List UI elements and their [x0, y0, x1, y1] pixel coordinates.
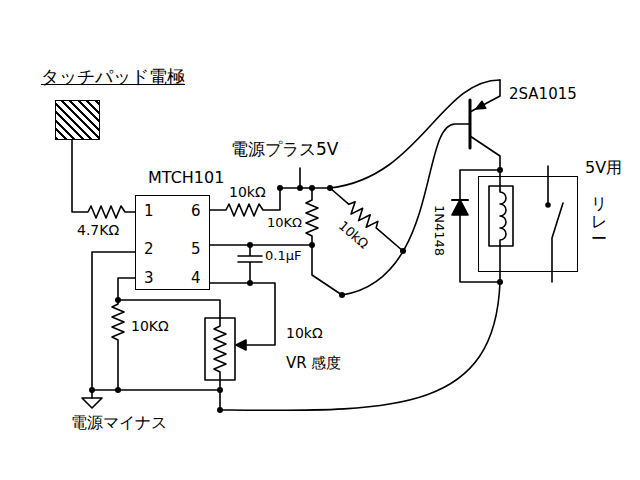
diode-symbol: [452, 199, 468, 201]
component-label: 10kΩ: [228, 184, 267, 200]
component-label: 10KΩ: [266, 216, 303, 231]
ic-chip: MTCH101162534: [135, 195, 210, 290]
power-rail: [280, 168, 330, 188]
wiper-arrow: [236, 340, 246, 350]
relay-box: 5V用リレー: [478, 176, 578, 272]
component-label: 電源マイナス: [70, 414, 168, 432]
resistor-symbol: [306, 188, 342, 295]
switch-symbol: [548, 166, 563, 282]
node-text: 5: [191, 241, 201, 258]
node-text: リレー: [591, 195, 607, 248]
ground-wire: [92, 389, 220, 391]
component-label: VR 感度: [285, 355, 342, 372]
component-label: 2SA1015: [508, 86, 578, 103]
node-text: 1: [144, 203, 154, 220]
wire: [92, 252, 135, 398]
coil-symbol: [500, 190, 506, 282]
resistor-symbol: [326, 183, 407, 255]
junction-dots: [89, 167, 503, 413]
component-label: 4.7KΩ: [76, 222, 120, 238]
node-text: 2: [144, 241, 154, 258]
wire: [220, 282, 500, 410]
wire: [210, 244, 312, 246]
capacitor-symbol: [238, 245, 262, 283]
component-label: 0.1μF: [264, 249, 302, 264]
component-label: 1N4148: [432, 203, 447, 256]
resistor-symbol: [72, 140, 135, 218]
component-label: 10kΩ: [285, 325, 324, 341]
node-title: MTCH101: [148, 169, 224, 187]
component-label: 10KΩ: [130, 318, 170, 334]
component-label: 電源プラス5V: [230, 140, 339, 160]
potentiometer-symbol: [205, 318, 235, 380]
node-text: 4: [191, 270, 201, 287]
node-title: 5V用: [585, 159, 622, 177]
node-title: タッチパッド電極: [41, 67, 185, 88]
transistor-symbol: [470, 80, 500, 190]
emitter-arrow: [476, 101, 486, 109]
ground-symbol: [82, 398, 102, 408]
diode-symbol: [452, 200, 468, 215]
component-label: 10kΩ: [334, 218, 371, 253]
wire: [118, 300, 220, 318]
wire: [330, 80, 500, 188]
node-text: 6: [191, 203, 201, 220]
transistor-symbol: [469, 100, 472, 148]
touch-electrode: タッチパッド電極: [55, 100, 100, 140]
potentiometer-symbol: [214, 318, 226, 390]
node-text: 3: [144, 270, 154, 287]
